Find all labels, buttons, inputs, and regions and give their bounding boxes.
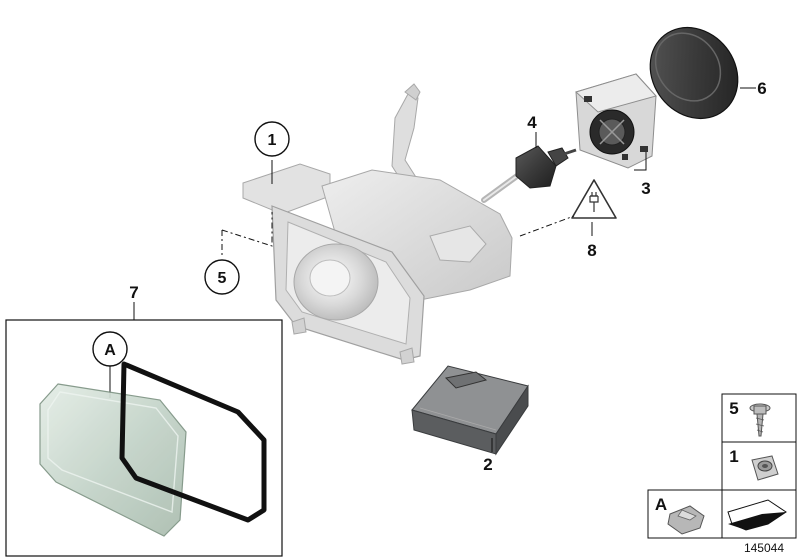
callout-label-1: 1 <box>268 132 277 149</box>
callout-6: 6 <box>757 79 766 98</box>
leader-lines <box>109 87 756 452</box>
callout-2: 2 <box>483 455 492 474</box>
catalog-number: 145044 <box>744 541 784 555</box>
legend-key-a: A <box>655 495 667 514</box>
callout-circle-1: 1 <box>254 121 290 157</box>
cover-cap <box>649 26 739 120</box>
legend <box>647 393 797 539</box>
callout-label-5: 5 <box>218 270 227 287</box>
callout-circle-a: A <box>92 331 128 367</box>
headlight-housing <box>242 83 513 365</box>
headlight-lens <box>39 383 187 537</box>
igniter-unit <box>575 73 657 169</box>
clip-nut-icon <box>751 455 779 481</box>
xenon-bulb <box>481 145 577 203</box>
high-voltage-warning-icon <box>571 179 617 219</box>
legend-key-5: 5 <box>729 399 738 418</box>
callout-8: 8 <box>587 241 596 260</box>
callout-7: 7 <box>129 283 138 302</box>
lens-seal <box>119 361 267 523</box>
callout-circle-5: 5 <box>204 259 240 295</box>
callout-4: 4 <box>527 113 537 132</box>
bracket-icon <box>667 505 705 535</box>
screw-icon <box>749 403 771 437</box>
callout-3: 3 <box>641 179 650 198</box>
control-unit <box>411 365 529 456</box>
lens-kit-frame <box>5 319 283 557</box>
legend-key-1: 1 <box>729 447 738 466</box>
callout-label-a: A <box>104 342 116 359</box>
arrow-symbol-icon <box>727 499 787 531</box>
